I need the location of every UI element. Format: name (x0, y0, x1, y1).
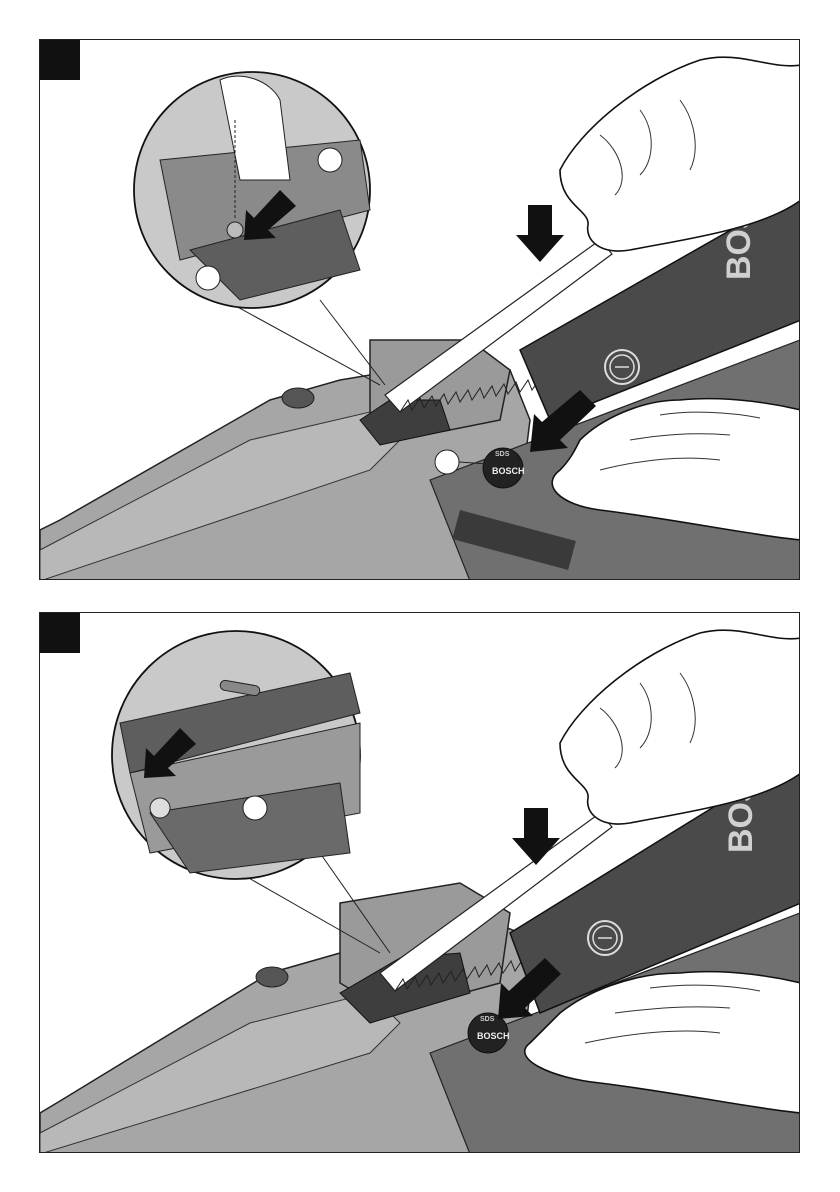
callout-circle-3 (435, 450, 459, 474)
figure-bottom-illustration: BOSCH BOSCH SDS (40, 613, 800, 1153)
bosch-emblem-icon (588, 921, 622, 955)
arrow-down-icon (516, 205, 564, 262)
adjustment-knob (282, 388, 314, 408)
bosch-emblem-icon (605, 350, 639, 384)
detail-pin (227, 222, 243, 238)
button-ring-text: SDS (480, 1016, 495, 1023)
callout-circle-1 (318, 148, 342, 172)
detail-pin (150, 798, 170, 818)
adjustment-knob (256, 967, 288, 987)
figure-top-illustration: BOSCH BOSCH SDS (40, 40, 800, 580)
callout-circle-1 (243, 796, 267, 820)
button-brand-text: BOSCH (477, 1031, 510, 1041)
figure-number-badge (40, 613, 80, 653)
figure-top: BOSCH BOSCH SDS (39, 39, 800, 580)
detail-zoom-top (134, 72, 385, 385)
button-brand-text: BOSCH (492, 466, 525, 476)
figure-number-badge (40, 40, 80, 80)
callout-circle-2 (196, 266, 220, 290)
button-ring-text: SDS (495, 451, 510, 458)
figure-bottom: BOSCH BOSCH SDS (39, 612, 800, 1153)
